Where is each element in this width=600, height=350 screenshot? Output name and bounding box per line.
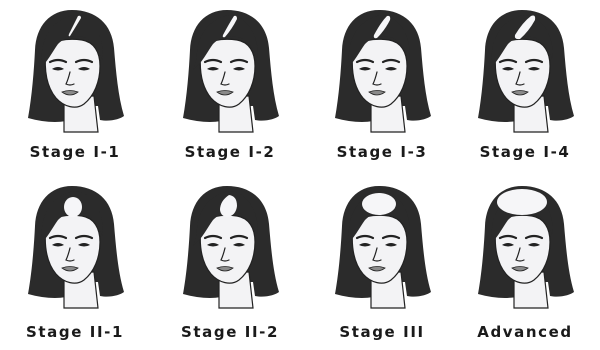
stage-label: Advanced bbox=[450, 323, 600, 341]
stage-label: Stage II-1 bbox=[0, 323, 150, 341]
woman-head-illustration bbox=[175, 182, 285, 310]
woman-head-illustration bbox=[175, 6, 285, 134]
stage-cell: Stage II-1 bbox=[0, 176, 150, 350]
stage-cell: Stage I-2 bbox=[155, 0, 305, 174]
stage-cell: Stage I-3 bbox=[307, 0, 457, 174]
woman-head-illustration bbox=[20, 6, 130, 134]
stage-label: Stage I-1 bbox=[0, 143, 150, 161]
stage-label: Stage II-2 bbox=[155, 323, 305, 341]
woman-head-illustration bbox=[327, 6, 437, 134]
stage-label: Stage III bbox=[307, 323, 457, 341]
woman-head-illustration bbox=[327, 182, 437, 310]
stage-label: Stage I-4 bbox=[450, 143, 600, 161]
stage-cell: Stage I-1 bbox=[0, 0, 150, 174]
stage-cell: Stage II-2 bbox=[155, 176, 305, 350]
stage-label: Stage I-3 bbox=[307, 143, 457, 161]
stage-cell: Stage I-4 bbox=[450, 0, 600, 174]
thinning-area bbox=[497, 189, 547, 215]
thinning-area bbox=[64, 197, 82, 217]
woman-head-illustration bbox=[470, 182, 580, 310]
thinning-area bbox=[362, 193, 396, 215]
woman-head-illustration bbox=[470, 6, 580, 134]
stage-label: Stage I-2 bbox=[155, 143, 305, 161]
woman-head-illustration bbox=[20, 182, 130, 310]
stage-cell: Advanced bbox=[450, 176, 600, 350]
stage-cell: Stage III bbox=[307, 176, 457, 350]
